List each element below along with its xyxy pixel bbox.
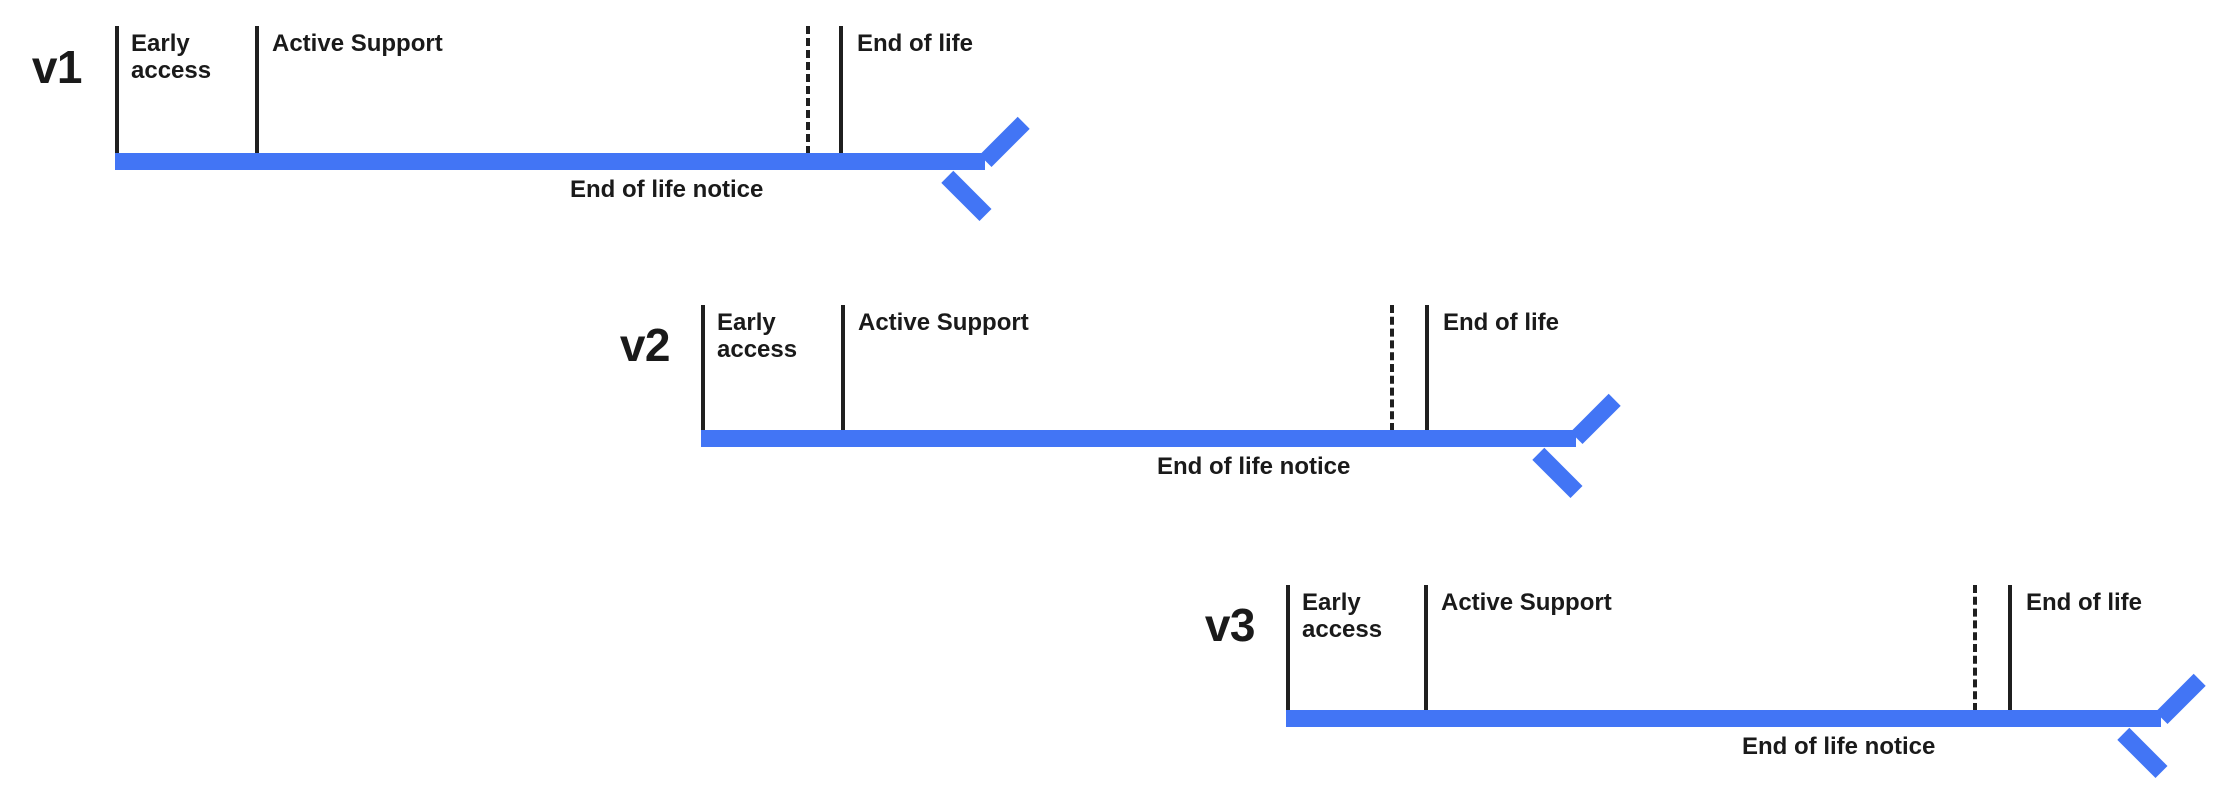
phase-label-end-of-life-v2: End of life <box>1443 309 1559 336</box>
end-of-life-start-divider-v1 <box>839 26 843 154</box>
phase-label-end-of-life-v1: End of life <box>857 30 973 57</box>
notice-label-v3: End of life notice <box>1742 733 1936 760</box>
active-support-start-divider-v3 <box>1424 585 1428 711</box>
phase-start-divider-v3 <box>1286 585 1290 711</box>
phase-start-divider-v1 <box>115 26 119 154</box>
phase-label-active-support-v2: Active Support <box>858 309 1029 336</box>
version-label-v3: v3 <box>1204 599 1256 651</box>
phase-label-early-access-v1: Early access <box>131 30 212 85</box>
timeline-arrow-shaft-v1 <box>115 153 985 170</box>
end-of-life-notice-marker-v2 <box>1390 305 1394 431</box>
end-of-life-notice-marker-v1 <box>806 26 810 154</box>
notice-label-v2: End of life notice <box>1157 453 1351 480</box>
phase-label-active-support-v1: Active Support <box>272 30 443 57</box>
phase-label-early-access-v2: Early access <box>717 309 798 364</box>
end-of-life-start-divider-v3 <box>2008 585 2012 711</box>
phase-label-end-of-life-v3: End of life <box>2026 589 2142 616</box>
version-label-v2: v2 <box>619 319 671 371</box>
notice-label-v1: End of life notice <box>570 176 764 203</box>
version-label-v1: v1 <box>31 41 83 93</box>
active-support-start-divider-v1 <box>255 26 259 154</box>
phase-label-early-access-v3: Early access <box>1302 589 1383 644</box>
end-of-life-start-divider-v2 <box>1425 305 1429 431</box>
phase-label-active-support-v3: Active Support <box>1441 589 1612 616</box>
timeline-arrow-shaft-v3 <box>1286 710 2161 727</box>
end-of-life-notice-marker-v3 <box>1973 585 1977 711</box>
timeline-arrow-shaft-v2 <box>701 430 1576 447</box>
phase-start-divider-v2 <box>701 305 705 431</box>
active-support-start-divider-v2 <box>841 305 845 431</box>
